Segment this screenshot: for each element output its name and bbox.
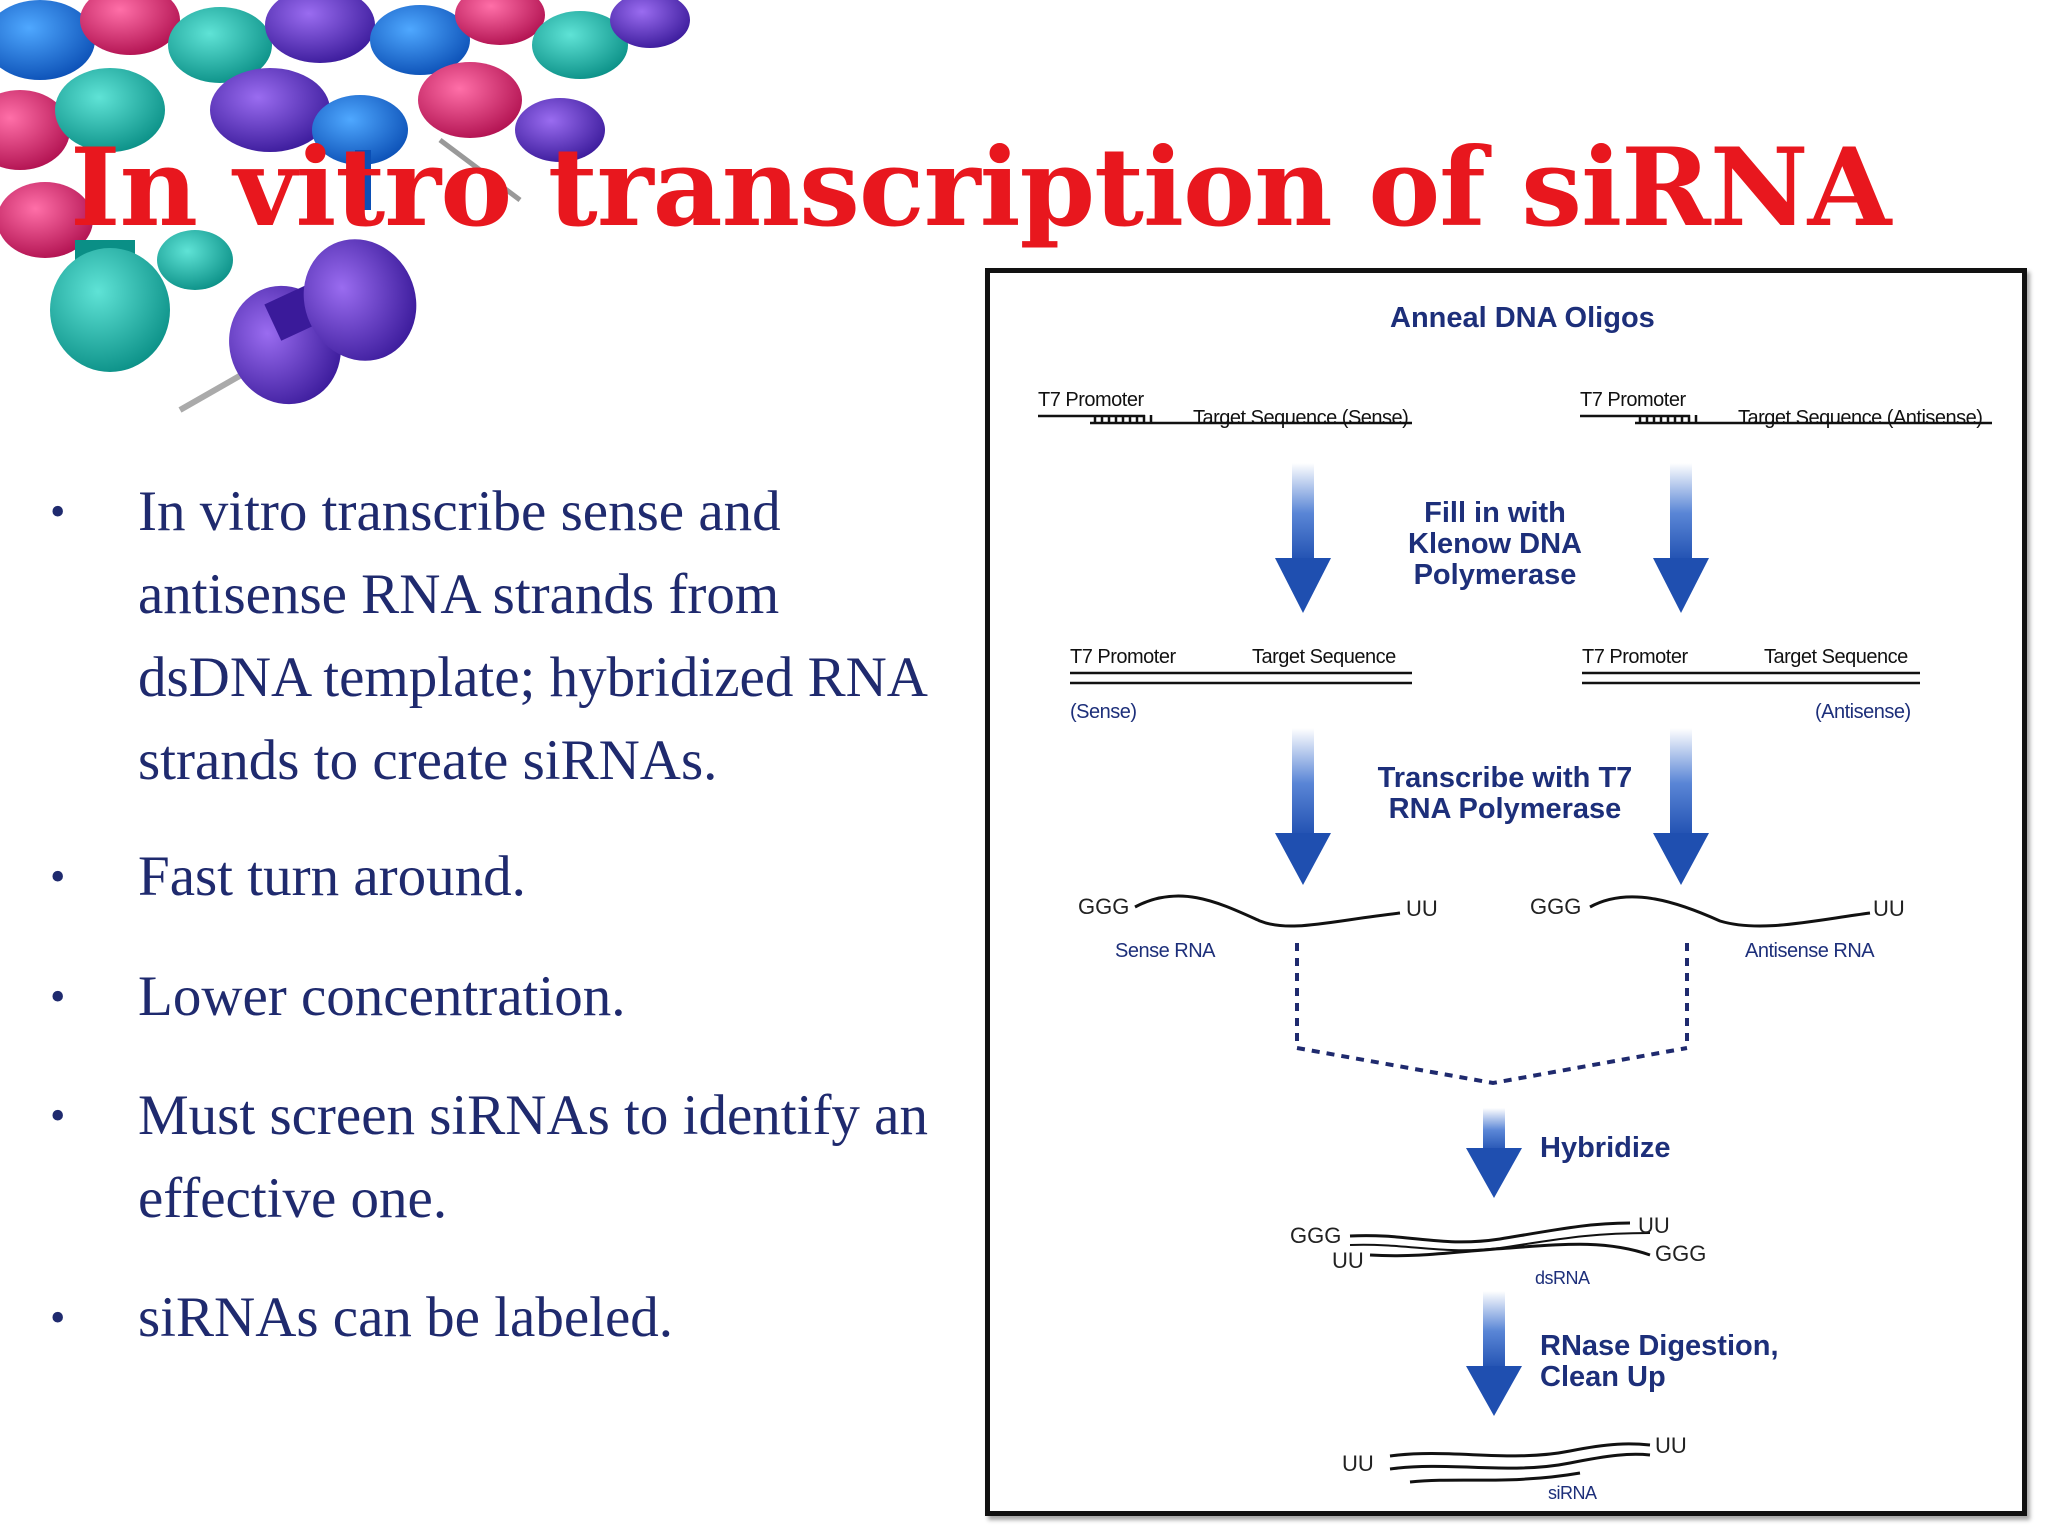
left-oligo: [1038, 414, 1412, 425]
antisense-ggg-label: GGG: [1530, 894, 1582, 919]
step-anneal-label: Anneal DNA Oligos: [1390, 302, 1655, 334]
dsrna-ggg-right-label: GGG: [1655, 1241, 1707, 1266]
left-t7-promoter-label: T7 Promoter: [1038, 389, 1144, 411]
dsrna-uu-left-label: UU: [1332, 1248, 1364, 1273]
sirna-workflow-figure: Anneal DNA Oligos Fill in with Klenow DN…: [985, 268, 2027, 1516]
antisense-rna-strand: [1589, 895, 1871, 928]
list-item: • Must screen siRNAs to identify an effec…: [50, 1074, 950, 1240]
right-t7-promoter-label-2: T7 Promoter: [1582, 646, 1688, 668]
sense-uu-label: UU: [1406, 896, 1438, 921]
step-hybridize-label: Hybridize: [1540, 1132, 1671, 1164]
bullet-text: In vitro transcribe sense and antisense …: [138, 480, 925, 792]
bullet-text: Fast turn around.: [138, 845, 526, 908]
left-dsdna: [1070, 671, 1412, 685]
antisense-rna-label: Antisense RNA: [1745, 940, 1875, 962]
list-item: • siRNAs can be labeled.: [50, 1276, 950, 1359]
dsrna-duplex: [1349, 1221, 1651, 1258]
bullet-marker: •: [50, 852, 66, 901]
arrow-icon: [1275, 728, 1331, 885]
workflow-diagram: [1038, 414, 1992, 1484]
arrow-icon: [1466, 1108, 1522, 1198]
bullet-marker: •: [50, 487, 66, 536]
list-item: • Lower concentration.: [50, 955, 950, 1038]
bullet-text: Lower concentration.: [138, 965, 626, 1028]
arrow-icon: [1466, 1291, 1522, 1416]
sense-ggg-label: GGG: [1078, 894, 1130, 919]
dsrna-ggg-left-label: GGG: [1290, 1223, 1342, 1248]
left-target-sense-label: Target Sequence (Sense): [1193, 407, 1409, 429]
dsrna-uu-right-label: UU: [1638, 1213, 1670, 1238]
step-fill-label: Fill in with Klenow DNA Polymerase: [1408, 497, 1582, 591]
antisense-uu-label: UU: [1873, 896, 1905, 921]
arrow-icon: [1653, 463, 1709, 613]
sirna-duplex: [1389, 1442, 1651, 1484]
sense-rna-strand: [1134, 894, 1401, 928]
step-rnase-label: RNase Digestion, Clean Up: [1540, 1330, 1779, 1393]
dsrna-label: dsRNA: [1535, 1268, 1590, 1288]
sirna-uu-left-label: UU: [1342, 1451, 1374, 1476]
right-target-antisense-label: Target Sequence (Antisense): [1738, 407, 1983, 429]
push-pins-image: [0, 0, 720, 460]
merge-dashed-lines: [1295, 943, 1689, 1086]
arrow-icon: [1653, 728, 1709, 885]
bullet-list: • In vitro transcribe sense and antisense…: [50, 470, 950, 1359]
arrow-icon: [1275, 463, 1331, 613]
bullet-marker: •: [50, 972, 66, 1021]
step-transcribe-label: Transcribe with T7 RNA Polymerase: [1377, 762, 1633, 825]
slide-title: In vitro transcription of siRNA: [70, 125, 1891, 251]
sirna-uu-right-label: UU: [1655, 1433, 1687, 1458]
bullet-marker: •: [50, 1091, 66, 1140]
bullet-marker: •: [50, 1293, 66, 1342]
bullet-text: Must screen siRNAs to identify an effect…: [138, 1084, 928, 1230]
sense-rna-label: Sense RNA: [1115, 940, 1216, 962]
antisense-tag-label: (Antisense): [1815, 701, 1911, 723]
left-t7-promoter-label-2: T7 Promoter: [1070, 646, 1176, 668]
list-item: • In vitro transcribe sense and antisense…: [50, 470, 950, 802]
right-target-sequence-label: Target Sequence: [1764, 646, 1908, 668]
right-oligo: [1580, 414, 1992, 425]
bullet-text: siRNAs can be labeled.: [138, 1286, 674, 1349]
right-t7-promoter-label: T7 Promoter: [1580, 389, 1686, 411]
right-dsdna: [1582, 671, 1920, 685]
list-item: • Fast turn around.: [50, 835, 950, 918]
left-target-sequence-label: Target Sequence: [1252, 646, 1396, 668]
sense-tag-label: (Sense): [1070, 701, 1137, 723]
sirna-label: siRNA: [1548, 1483, 1597, 1503]
